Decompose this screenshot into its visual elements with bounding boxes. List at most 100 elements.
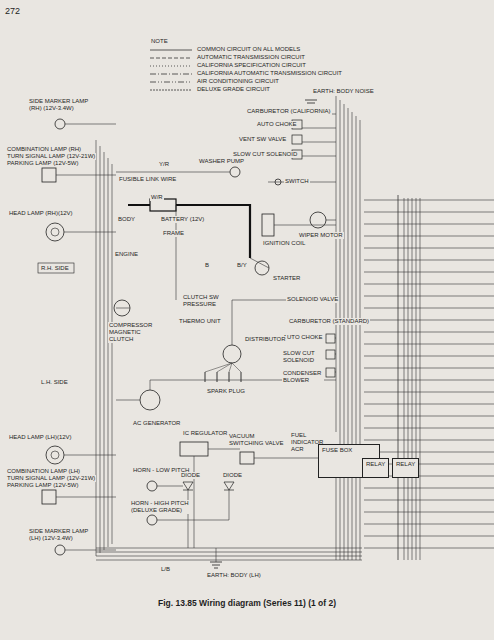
box-label: FUSE BOX: [322, 447, 352, 453]
legend-text: AIR CONDITIONING CIRCUIT: [196, 78, 280, 85]
harness-wire: [364, 248, 494, 249]
auto-choke: [326, 334, 335, 343]
part-label: CONDENSER BLOWER: [282, 370, 324, 384]
head-lamp-filament: [51, 228, 59, 236]
harness-wire: [364, 308, 494, 309]
part-label: AUTO CHOKE: [282, 334, 324, 341]
part-label: 272: [4, 6, 21, 17]
part-label: PARKING LAMP (12V-5W): [6, 160, 79, 167]
part-label: DIODE: [222, 472, 243, 479]
harness-wire: [364, 356, 494, 357]
part-label: VENT SW VALVE: [238, 136, 287, 143]
part-label: BATTERY (12V): [160, 216, 205, 223]
harness-wire: [112, 164, 113, 544]
part-label: R.H. SIDE: [40, 265, 70, 272]
branch-wire: [250, 258, 269, 268]
head-lamp-filament: [51, 451, 59, 459]
part-label: AUTO CHOKE: [256, 121, 298, 128]
branch-wire: [194, 456, 195, 548]
harness-wire: [302, 156, 336, 157]
branch-wire: [229, 490, 230, 520]
harness-wire: [364, 332, 494, 333]
branch-wire: [116, 308, 130, 309]
part-label: COMBINATION LAMP (LH): [6, 468, 81, 475]
branch-wire: [116, 172, 230, 173]
figure-caption: Fig. 13.85 Wiring diagram (Series 11) (1…: [158, 598, 336, 608]
part-label: FUSIBLE LINK WIRE: [118, 176, 177, 183]
legend-text: DELUXE GRADE CIRCUIT: [196, 86, 271, 93]
harness-wire: [364, 536, 494, 537]
earth-symbol: [210, 562, 222, 568]
harness-wire: [364, 488, 494, 489]
harness-wire: [364, 440, 494, 441]
part-label: SPARK PLUG: [206, 388, 246, 395]
part-label: HEAD LAMP (RH)(12V): [8, 210, 74, 217]
harness-wire: [356, 116, 357, 560]
horn: [147, 481, 157, 491]
washer-pump: [230, 167, 240, 177]
side-box: [38, 263, 74, 273]
part-label: NOTE: [150, 38, 169, 45]
harness-wire: [364, 260, 494, 261]
part-label: FRAME: [162, 230, 185, 237]
ignition-coil: [262, 214, 274, 236]
harness-wire: [364, 224, 494, 225]
harness-wire: [100, 146, 101, 553]
harness-wire: [360, 120, 361, 560]
part-label: DIODE: [180, 472, 201, 479]
part-label: B/Y: [236, 262, 248, 269]
branch-wire: [157, 520, 229, 521]
plug-lead: [229, 363, 232, 372]
legend-sample: [150, 74, 192, 75]
part-label: COMBINATION LAMP (RH): [6, 146, 82, 153]
diode-symbol: [224, 482, 234, 490]
plug-lead: [232, 363, 241, 372]
plug-lead: [205, 363, 232, 372]
part-label: HORN - HIGH PITCH (DELUXE GRADE): [130, 500, 192, 514]
branch-wire: [254, 458, 318, 459]
condenser-blower: [326, 368, 335, 377]
harness-wire: [364, 368, 494, 369]
part-label: L/B: [160, 566, 171, 573]
part-label: AC GENERATOR: [132, 420, 181, 427]
part-label: CLUTCH SW: [182, 294, 220, 301]
part-label: SOLENOID VALVE: [286, 296, 339, 303]
legend-sample: [150, 66, 192, 67]
branch-wire: [116, 400, 140, 401]
slow-cut-solenoid: [326, 350, 335, 359]
harness-wire: [352, 112, 353, 560]
branch-wire: [65, 124, 116, 125]
ic-regulator: [180, 442, 208, 456]
part-label: EARTH: BODY (LH): [206, 572, 262, 579]
vacuum-valve: [240, 452, 254, 464]
vent-valve: [292, 135, 302, 144]
harness-wire: [104, 152, 105, 550]
legend-sample: [150, 58, 192, 59]
branch-wire: [157, 486, 183, 487]
box-label: RELAY: [396, 461, 415, 467]
harness-wire: [364, 392, 494, 393]
part-label: THERMO UNIT: [178, 318, 222, 325]
branch-wire: [64, 455, 116, 456]
harness-wire: [420, 198, 421, 560]
harness-wire: [96, 140, 97, 556]
legend-sample: [150, 90, 192, 91]
branch-wire: [150, 380, 151, 390]
part-label: BODY: [117, 216, 136, 223]
harness-wire: [340, 100, 341, 560]
battery-cable: [128, 205, 250, 258]
part-label: PRESSURE: [182, 301, 217, 308]
spark-plug: [241, 372, 242, 382]
part-label: SLOW CUT SOLENOID: [282, 350, 324, 364]
spark-plug: [217, 372, 218, 382]
horn: [147, 515, 157, 525]
part-label: DISTRIBUTOR: [244, 336, 287, 343]
harness-wire: [364, 344, 494, 345]
harness-wire: [96, 552, 362, 553]
part-label: SWITCH: [284, 178, 310, 185]
part-label: HEAD LAMP (LH)(12V): [8, 434, 73, 441]
harness-wire: [364, 320, 494, 321]
wiper-motor: [310, 212, 326, 228]
diode-symbol: [183, 482, 193, 490]
